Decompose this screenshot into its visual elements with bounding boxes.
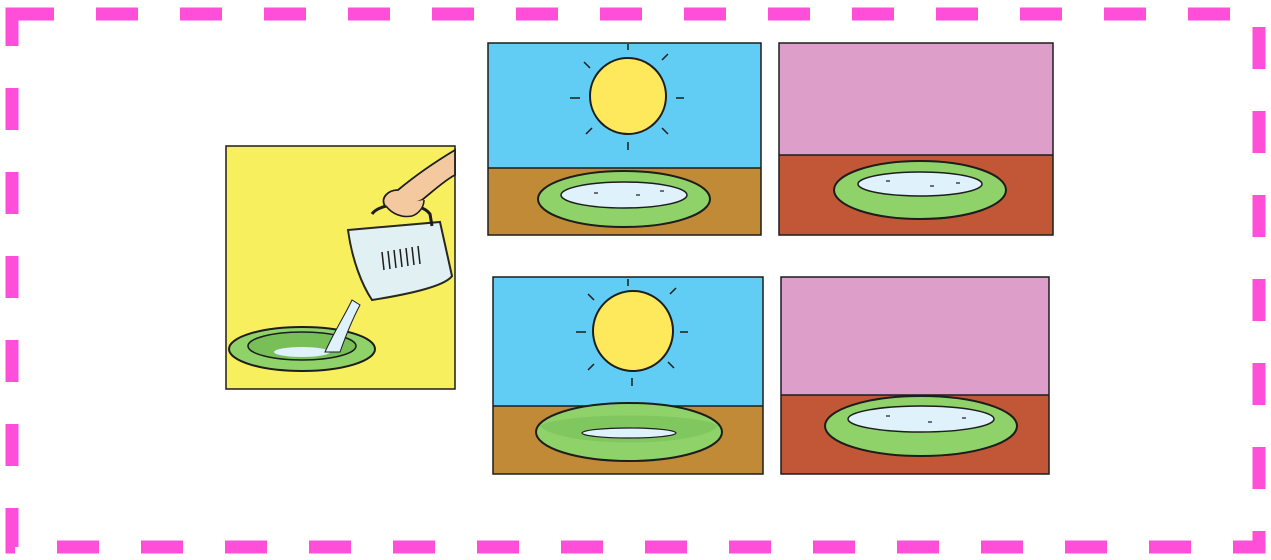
panel-shade-bowl-full-2 — [781, 277, 1049, 474]
bowl-icon — [825, 396, 1017, 456]
bowl-icon — [834, 161, 1006, 219]
panel-pouring-water — [226, 146, 455, 389]
panel-sun-bowl-full — [488, 43, 761, 235]
panel-shade-bowl-full — [779, 43, 1053, 235]
panel-sun-bowl-low — [493, 277, 763, 474]
bowl-icon — [229, 327, 375, 371]
bowl-icon — [536, 403, 722, 461]
bowl-icon — [538, 171, 710, 227]
